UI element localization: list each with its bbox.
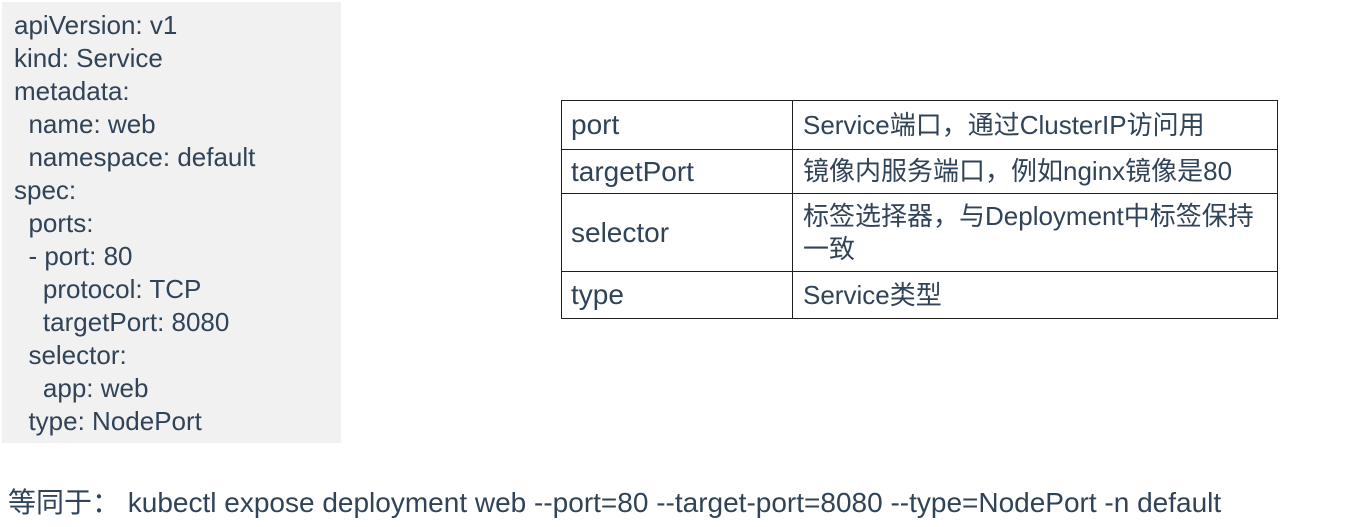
field-key-cell: targetPort [561,149,793,194]
field-key-cell: type [561,271,793,319]
equivalent-kubectl-command-text: 等同于： kubectl expose deployment web --por… [8,487,1222,518]
field-desc-cell: Service端口，通过ClusterIP访问用 [792,100,1278,150]
table-row-port: port Service端口，通过ClusterIP访问用 [561,100,1278,150]
field-desc-cell: 标签选择器，与Deployment中标签保持一致 [792,193,1278,272]
field-desc-cell: 镜像内服务端口，例如nginx镜像是80 [792,149,1278,194]
field-key-cell: port [561,100,793,150]
field-key-cell: selector [561,193,793,272]
service-yaml-code-block: apiVersion: v1 kind: Service metadata: n… [2,2,341,443]
table-row-type: type Service类型 [561,271,1278,319]
field-desc-cell: Service类型 [792,271,1278,319]
table-row-targetport: targetPort 镜像内服务端口，例如nginx镜像是80 [561,149,1278,194]
table-row-selector: selector 标签选择器，与Deployment中标签保持一致 [561,193,1278,272]
service-fields-table: port Service端口，通过ClusterIP访问用 targetPort… [561,100,1278,319]
